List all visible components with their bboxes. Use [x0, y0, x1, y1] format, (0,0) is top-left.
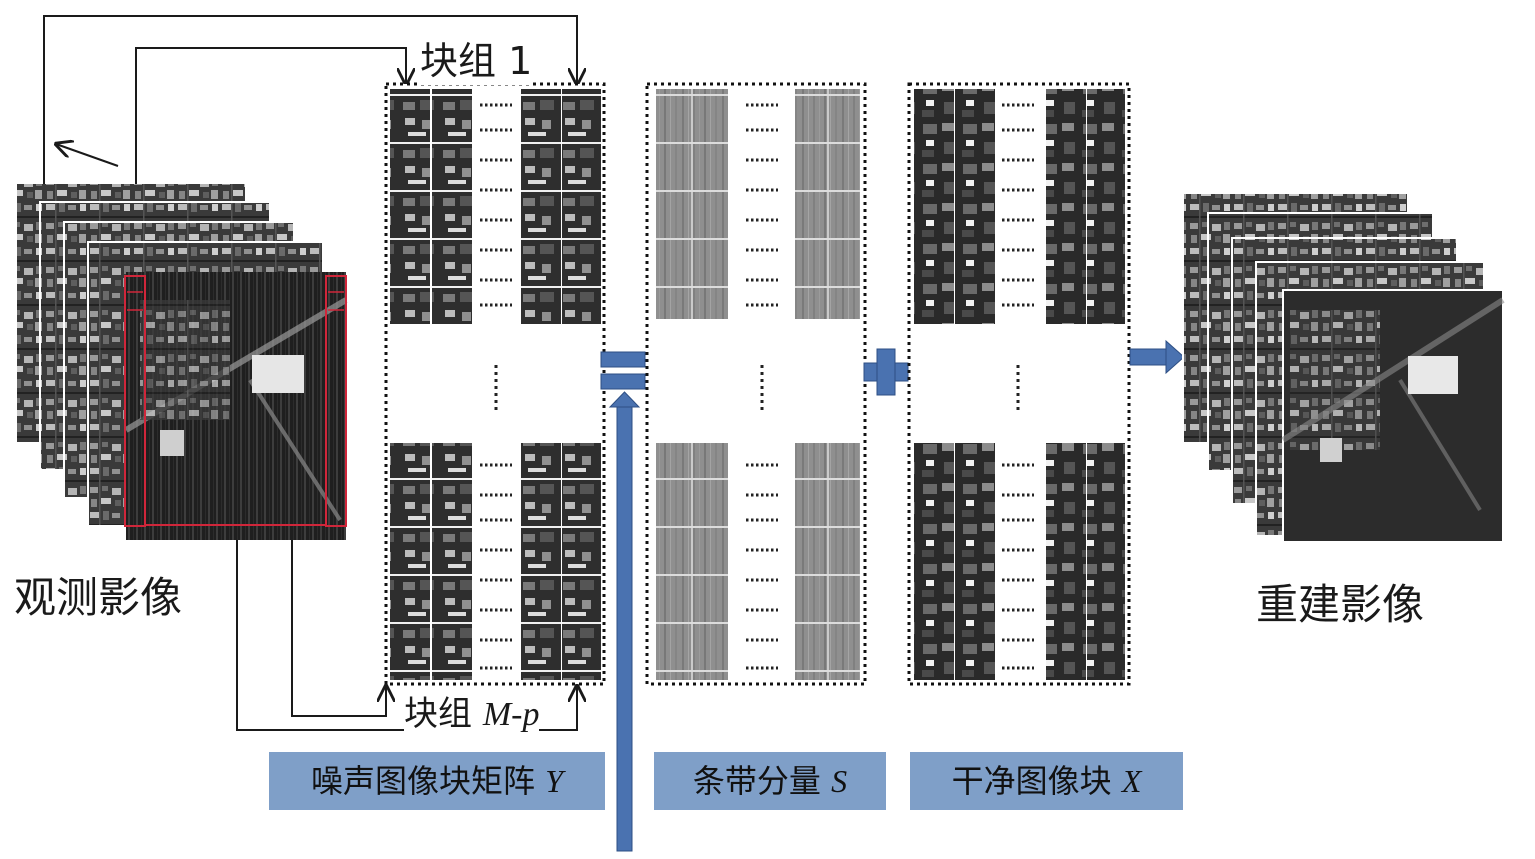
noisy-col-2-bottom — [432, 443, 472, 680]
clean-patch-label: 干净图像块 X — [910, 752, 1183, 810]
reconstructed-band-front — [1281, 289, 1505, 543]
noisy-matrix-var: Y — [545, 763, 563, 799]
clean-col-3-bottom — [1046, 443, 1086, 680]
noisy-col-3-bottom — [521, 443, 561, 680]
up-arrow — [608, 391, 641, 852]
selection-window-right — [325, 275, 347, 527]
connector-inner-top — [135, 47, 406, 184]
clean-col-4-top — [1087, 89, 1125, 324]
noisy-col-4-bottom — [562, 443, 601, 680]
noisy-col-1-top — [390, 89, 430, 324]
group-bottom-prefix: 块组 — [404, 694, 472, 734]
noisy-col-2-top — [432, 89, 472, 324]
noisy-col-3-top — [521, 89, 561, 324]
connectors-top — [43, 15, 577, 184]
group-bottom-index: M-p — [482, 696, 540, 733]
clean-patch-matrix — [907, 82, 1131, 686]
connector-outer-top — [43, 15, 577, 184]
group-top-index: 1 — [508, 39, 533, 83]
stripe-component-matrix — [645, 82, 867, 686]
selection-window-left — [124, 275, 146, 527]
clean-col-1-bottom — [914, 443, 954, 680]
clean-patch-var: X — [1121, 763, 1142, 799]
equals-sign — [600, 351, 646, 390]
stripe-component-label: 条带分量 S — [654, 752, 886, 810]
noisy-patch-matrix — [384, 82, 606, 686]
observed-image-label: 观测影像 — [14, 573, 183, 622]
group-bottom-label: 块组 M-p — [404, 686, 540, 735]
clean-col-1-top — [914, 89, 954, 324]
group-top-prefix: 块组 — [420, 39, 497, 83]
clean-col-3-top — [1046, 89, 1086, 324]
clean-col-4-bottom — [1087, 443, 1125, 680]
noisy-col-4-top — [562, 89, 601, 324]
connector-inner-bottom — [291, 540, 386, 717]
group-top-label: 块组 1 — [420, 30, 533, 85]
clean-patch-text: 干净图像块 — [951, 762, 1112, 800]
noisy-col-1-bottom — [390, 443, 430, 680]
observed-image-stack — [15, 182, 348, 540]
stripe-component-text: 条带分量 — [692, 762, 821, 800]
observed-band-front — [124, 272, 348, 540]
reconstructed-image-label: 重建影像 — [1256, 580, 1425, 629]
right-arrow — [1129, 339, 1185, 375]
reconstructed-image-stack — [1182, 192, 1505, 543]
plus-sign — [863, 348, 909, 396]
stripe-component-var: S — [831, 763, 848, 799]
clean-col-2-top — [955, 89, 995, 324]
band-traverse-arrow — [56, 144, 119, 167]
noisy-matrix-text: 噪声图像块矩阵 — [311, 762, 536, 800]
clean-col-2-bottom — [955, 443, 995, 680]
noisy-matrix-label: 噪声图像块矩阵 Y — [269, 752, 605, 810]
